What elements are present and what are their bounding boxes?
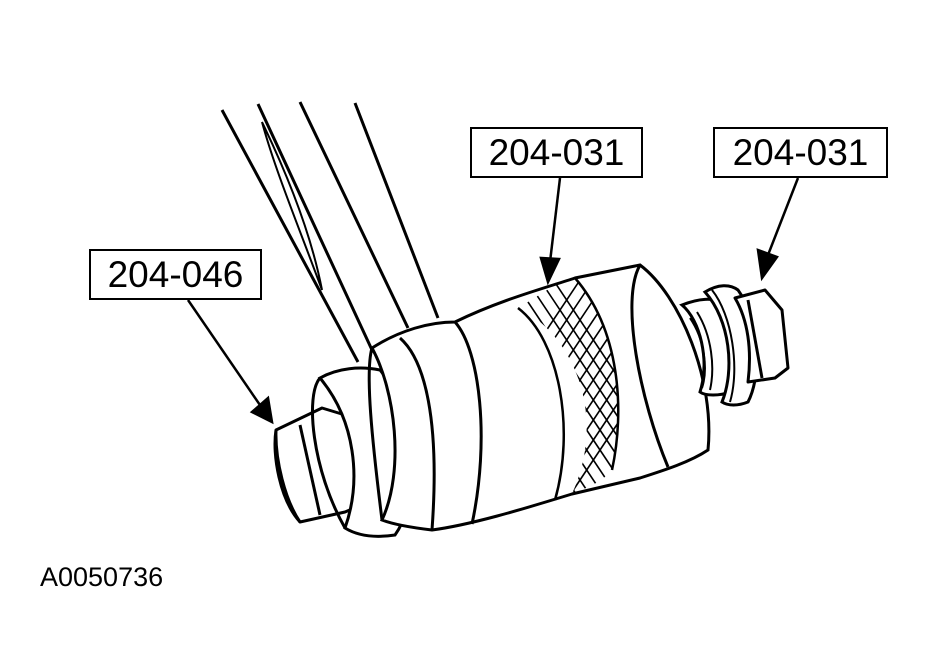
figure-id: A0050736 <box>40 562 164 592</box>
callout-left: 204-046 <box>89 249 262 300</box>
callout-middle: 204-031 <box>470 127 643 178</box>
socket-body <box>367 263 711 532</box>
leader-lines <box>186 177 800 425</box>
callout-right: 204-031 <box>713 127 888 178</box>
wrench-handle <box>220 101 440 363</box>
bolt-head <box>733 288 790 384</box>
